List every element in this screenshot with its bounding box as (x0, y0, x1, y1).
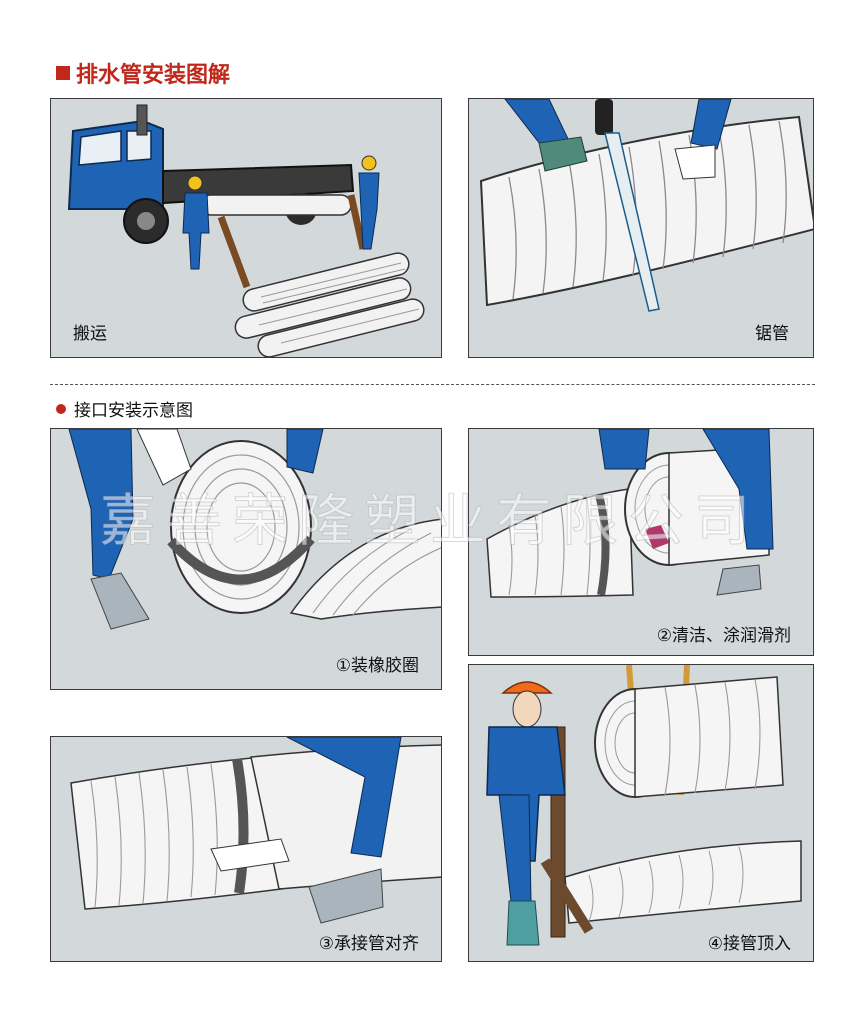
page-title-text: 排水管安装图解 (76, 62, 231, 88)
transport-illustration (67, 104, 425, 357)
panel-step4: ④接管顶入 (468, 664, 814, 962)
page-title: 排水管安装图解 (56, 58, 230, 88)
step3-illustration (70, 737, 441, 924)
step1-illustration (68, 429, 441, 630)
caption-step2: ②清洁、涂润滑剂 (656, 626, 791, 646)
step4-illustration (486, 665, 802, 946)
step2-illustration (486, 429, 774, 598)
section-title-text: 接口安装示意图 (74, 401, 193, 421)
caption-step4: ④接管顶入 (707, 934, 791, 954)
panel-sawing: 锯管 (468, 98, 814, 358)
title-square-icon (56, 66, 70, 80)
caption-step3: ③承接管对齐 (318, 934, 419, 954)
section-divider (50, 384, 815, 385)
caption-step1: ①装橡胶圈 (335, 656, 419, 676)
bullet-dot-icon (56, 403, 66, 414)
caption-sawing: 锯管 (755, 324, 789, 344)
section-title: 接口安装示意图 (56, 396, 193, 421)
panel-step1: ①装橡胶圈 (50, 428, 442, 690)
caption-transport: 搬运 (73, 324, 107, 344)
panel-step2: ②清洁、涂润滑剂 (468, 428, 814, 656)
sawing-illustration (479, 99, 813, 312)
panel-step3: ③承接管对齐 (50, 736, 442, 962)
panel-transport: 搬运 (50, 98, 442, 358)
